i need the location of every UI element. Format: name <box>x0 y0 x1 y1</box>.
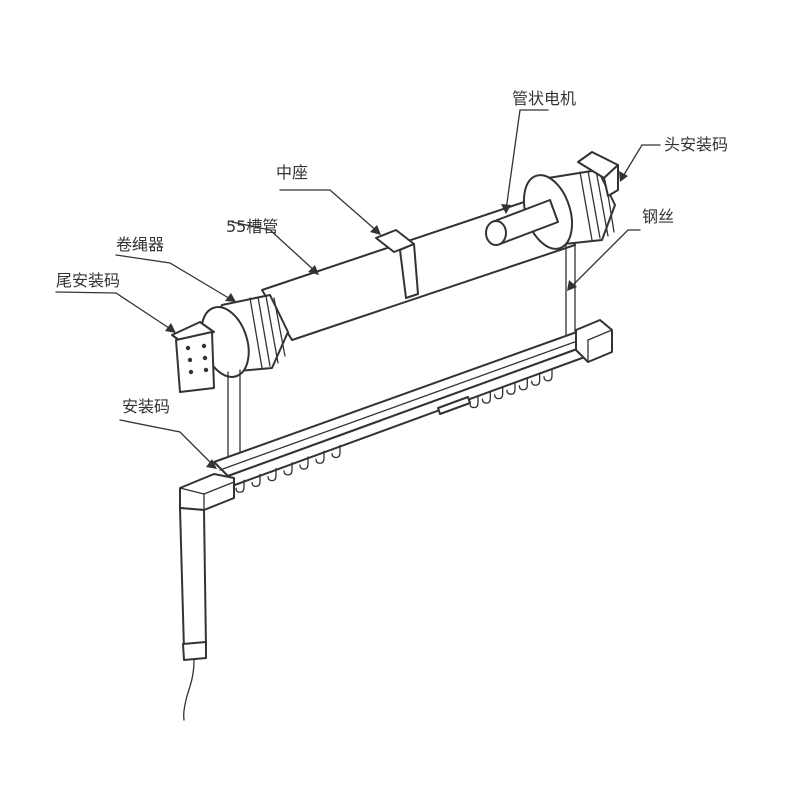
label-tube-55: 55槽管 <box>226 217 278 236</box>
label-center-seat: 中座 <box>276 163 308 182</box>
label-tail-bracket: 尾安装码 <box>56 271 120 290</box>
curtain-hook <box>315 450 325 464</box>
curtain-hook <box>331 444 341 459</box>
rail-center-clip <box>437 396 471 415</box>
label-steel-wire: 钢丝 <box>642 207 674 226</box>
steel-wires <box>227 242 576 467</box>
label-mount-bracket: 安装码 <box>122 397 170 416</box>
curtain-motor <box>179 473 235 721</box>
center-seat <box>375 229 419 299</box>
label-rope-winder: 卷绳器 <box>116 235 164 254</box>
curtain-hook <box>531 372 541 386</box>
curtain-hook <box>299 456 309 470</box>
leader-lines <box>55 109 661 467</box>
curtain-hook <box>543 368 553 382</box>
label-tube-motor: 管状电机 <box>512 89 576 108</box>
curtain-runners <box>235 368 553 493</box>
curtain-hook <box>494 386 504 400</box>
leader-arrowheads <box>165 171 628 469</box>
curtain-hook <box>267 467 277 482</box>
tail-bracket <box>171 321 215 393</box>
curtain-hook <box>469 394 479 409</box>
tube-motor <box>485 199 559 246</box>
curtain-hook <box>235 479 245 493</box>
curtain-hook <box>481 390 491 404</box>
head-bracket <box>577 151 619 197</box>
curtain-hook <box>506 381 516 395</box>
rail-end-cap <box>575 319 613 363</box>
label-head-bracket: 头安装码 <box>664 135 728 154</box>
right-winder <box>523 169 616 250</box>
curtain-hook <box>251 473 261 488</box>
curtain-hook <box>283 462 293 476</box>
curtain-hook <box>518 377 528 391</box>
